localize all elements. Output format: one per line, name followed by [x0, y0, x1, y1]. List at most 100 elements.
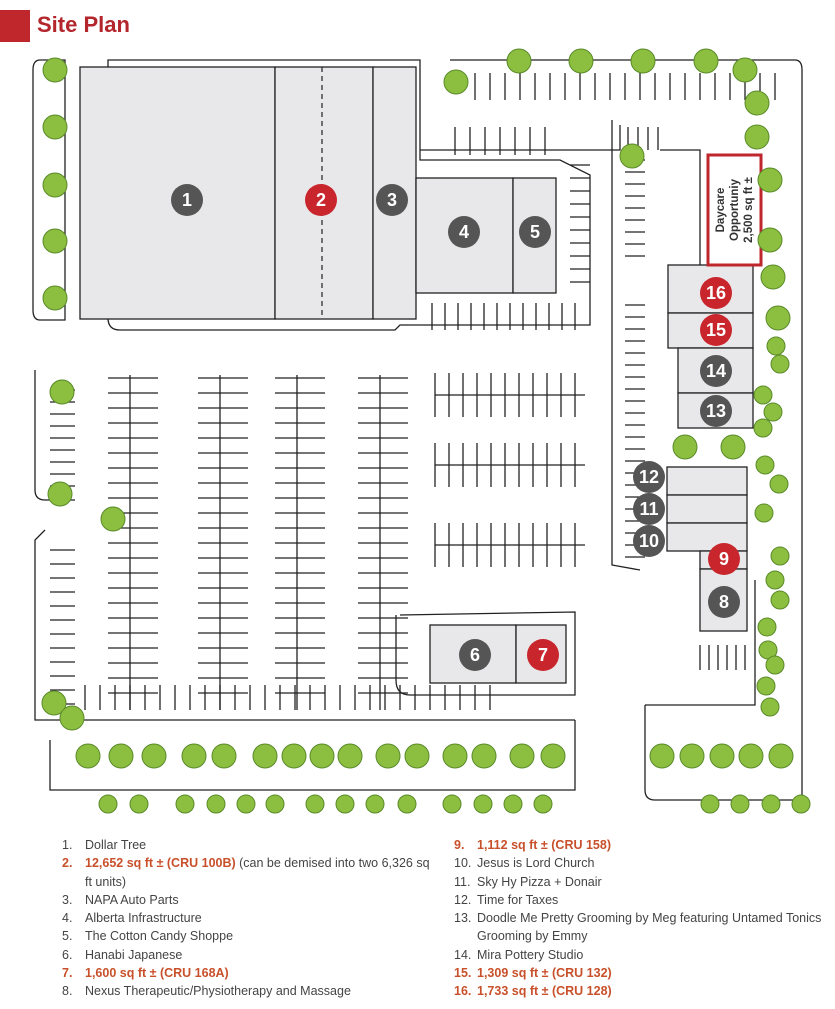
- legend-item-text: Alberta Infrastructure: [85, 911, 202, 926]
- tree-icon: [765, 305, 791, 331]
- legend-item: 11. Sky Hy Pizza + Donair: [454, 873, 829, 891]
- tree-icon: [533, 794, 553, 814]
- unit-marker-circle: [171, 184, 203, 216]
- legend-item: 3.NAPA Auto Parts: [62, 891, 437, 909]
- drive-aisle-east: [611, 120, 641, 571]
- legend-item-text: The Cotton Candy Shoppe: [85, 929, 234, 944]
- unit-marker-label: 1: [182, 190, 192, 210]
- unit-marker-1: 1: [171, 184, 203, 216]
- legend-item-text: Sky Hy Pizza + Donair: [477, 874, 602, 889]
- tree-icon: [305, 794, 325, 814]
- legend-item-number: 11.: [454, 874, 471, 889]
- unit-marker-label: 13: [706, 401, 726, 421]
- tree-icon: [693, 48, 719, 74]
- trees: [41, 48, 811, 814]
- tree-icon: [41, 690, 67, 716]
- tree-icon: [108, 743, 134, 769]
- unit-marker-8: 8: [708, 586, 740, 618]
- unit-marker-13: 13: [700, 395, 732, 427]
- building-unit-6: [429, 624, 517, 684]
- legend-item-number: 8.: [62, 984, 73, 999]
- tree-icon: [630, 48, 656, 74]
- tree-icon: [211, 743, 237, 769]
- tree-icon: [770, 354, 790, 374]
- legend-item: 15.1,309 sq ft ± (CRU 132): [454, 964, 829, 982]
- unit-marker-circle: [700, 395, 732, 427]
- unit-marker-circle: [633, 525, 665, 557]
- tree-icon: [42, 172, 68, 198]
- tree-icon: [769, 474, 789, 494]
- unit-marker-label: 8: [719, 592, 729, 612]
- tree-icon: [757, 167, 783, 193]
- curb-sw-parking: [34, 370, 75, 501]
- tree-icon: [42, 285, 68, 311]
- legend-item: 10. Jesus is Lord Church: [454, 854, 829, 872]
- unit-marker-circle: [700, 355, 732, 387]
- unit-marker-circle: [708, 586, 740, 618]
- legend-item-number: 5.: [62, 929, 73, 944]
- building-unit-11: [666, 494, 748, 524]
- legend-item-text: NAPA Auto Parts: [85, 892, 179, 907]
- tree-icon: [744, 124, 770, 150]
- tree-icon: [404, 743, 430, 769]
- tree-icon: [679, 743, 705, 769]
- unit-marker-circle: [305, 184, 337, 216]
- unit-marker-circle: [708, 543, 740, 575]
- unit-marker-circle: [700, 277, 732, 309]
- building-unit-12: [666, 466, 748, 496]
- tree-icon: [766, 336, 786, 356]
- building-unit-10: [666, 522, 748, 552]
- legend-item-text: Nexus Therapeutic/Physiotherapy and Mass…: [85, 984, 351, 999]
- legend-item-text: Jesus is Lord Church: [477, 856, 595, 871]
- daycare-line-1: Daycare: [715, 188, 727, 233]
- unit-marker-label: 11: [639, 499, 658, 519]
- legend-item-number: 12.: [454, 892, 472, 907]
- legend-item-number: 10.: [454, 856, 472, 871]
- legend-item: 8. Nexus Therapeutic/Physiotherapy and Ma…: [62, 982, 437, 1000]
- tree-icon: [770, 590, 790, 610]
- tree-icon: [732, 57, 758, 83]
- legend-item-text: Dollar Tree: [85, 838, 147, 852]
- tree-icon: [42, 57, 68, 83]
- unit-marker-circle: [527, 639, 559, 671]
- legend-item-text: 1,733 sq ft ± (CRU 128): [477, 984, 612, 999]
- tree-icon: [503, 794, 523, 814]
- legend-item-text: 1,600 sq ft ± (CRU 168A): [85, 966, 229, 981]
- legend-item-text: Time for Taxes: [477, 892, 559, 907]
- unit-marker-label: 5: [530, 222, 540, 242]
- tree-icon: [141, 743, 167, 769]
- tree-icon: [760, 264, 786, 290]
- unit-marker-10: 10: [633, 525, 665, 557]
- unit-marker-12: 12: [633, 461, 665, 493]
- legend-item-text: 1,112 sq ft ± (CRU 158): [477, 838, 611, 852]
- unit-marker-label: 10: [639, 531, 659, 551]
- legend-item-text: Hanabi Japanese: [85, 947, 183, 962]
- tree-icon: [471, 743, 497, 769]
- tree-icon: [649, 743, 675, 769]
- tree-icon: [175, 794, 195, 814]
- daycare-line-3: 2,500 sq ft ±: [743, 176, 755, 242]
- tree-icon: [397, 794, 417, 814]
- unit-marker-circle: [633, 493, 665, 525]
- unit-marker-circle: [700, 314, 732, 346]
- legend-item: 16.1,733 sq ft ± (CRU 128): [454, 982, 829, 1000]
- legend-item: 9. 1,112 sq ft ± (CRU 158): [454, 836, 829, 854]
- legend-item-number: 13.: [454, 911, 472, 926]
- legend-right-column: 9. 1,112 sq ft ± (CRU 158) 10. Jesus is Lor…: [454, 836, 829, 1001]
- tree-icon: [700, 794, 720, 814]
- tree-icon: [375, 743, 401, 769]
- tree-icon: [252, 743, 278, 769]
- tree-icon: [753, 418, 773, 438]
- curb-bottom: [49, 720, 576, 791]
- tree-icon: [309, 743, 335, 769]
- tree-icon: [337, 743, 363, 769]
- tree-icon: [443, 69, 469, 95]
- unit-marker-4: 4: [448, 216, 480, 248]
- page-title: Site Plan: [37, 12, 130, 37]
- legend-item-number: 2.: [62, 856, 73, 871]
- tree-icon: [757, 617, 777, 637]
- legend-item-number: 9.: [454, 838, 465, 852]
- legend-item: 1.Dollar Tree: [62, 836, 437, 854]
